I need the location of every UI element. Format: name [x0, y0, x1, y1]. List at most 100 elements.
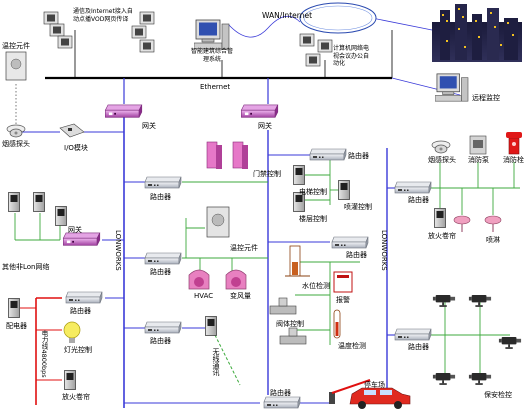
router-8-label: 路由器: [408, 343, 429, 351]
camera-2: [468, 294, 492, 307]
remote-label: 远程监控: [472, 94, 500, 102]
gateway-2-label: 网关: [258, 122, 272, 130]
fire-shutter-left-label: 放火卷帘: [62, 393, 90, 401]
water-level-gauge: [285, 245, 310, 277]
panel-c: [55, 206, 67, 226]
smoke-detector-right: [431, 140, 451, 154]
router-1-label: 路由器: [150, 193, 171, 201]
gateway-1-label: 网关: [142, 122, 156, 130]
parking-barrier: [329, 379, 371, 404]
access-control-devices: [206, 141, 248, 169]
wan-label: WAN/Internet: [262, 11, 313, 20]
temp-element-left: [5, 51, 27, 81]
sprinkler-ctrl-label: 喷灌控制: [344, 203, 372, 211]
alarm-box: [333, 271, 353, 293]
lonworks-right-label: LONWORKS: [380, 230, 388, 271]
hydrant-label: 消防栓: [503, 156, 524, 164]
router-5-label: 路由器: [348, 152, 369, 160]
wireless-panel: [205, 316, 217, 336]
router-2: [144, 252, 182, 265]
router-2-label: 路由器: [150, 268, 171, 276]
camera-1: [432, 294, 456, 307]
fire-hydrant: [506, 132, 522, 155]
thermometer: [333, 309, 341, 339]
power-dist-label: 配电器: [6, 322, 27, 330]
camera-5: [498, 336, 522, 349]
wireless-label: 无线通讯: [212, 348, 220, 376]
gateway-3: [62, 232, 101, 246]
smoke-left-label: 烟感探头: [2, 140, 30, 148]
alarm-label: 报警: [336, 296, 350, 304]
gateway-1: [104, 104, 143, 118]
power-distributor: [8, 298, 20, 318]
valve-ctrl-label: 阀体控制: [276, 320, 304, 328]
router-4: [65, 291, 103, 304]
sprinkler-heads: [453, 215, 502, 232]
fan-coil-unit: [225, 269, 247, 290]
router-9: [263, 396, 301, 409]
router-3-label: 路由器: [150, 337, 171, 345]
comm-computers: [43, 11, 73, 49]
temp-element-mid: [206, 206, 230, 238]
light-ctrl-label: 灯光控制: [64, 346, 92, 354]
lonworks-label: LONWORKS: [114, 230, 122, 271]
power-line-label: 电力线4800bps: [40, 330, 48, 378]
comm-label: 通信及Internet接入自动点播VOD网页传译: [73, 8, 133, 23]
sprinkler-panel: [338, 180, 350, 200]
smoke-right-label: 烟感探头: [428, 156, 456, 164]
hvac-unit: [188, 269, 210, 290]
elevator-ctrl-label: 电梯控制: [299, 188, 327, 196]
gateway-2: [240, 104, 279, 118]
temp-elem-mid-label: 温控元件: [230, 244, 258, 252]
smoke-detector-left: [6, 124, 26, 138]
other-lon-label: 其他非Lon网络: [2, 263, 50, 271]
router-1: [144, 176, 182, 189]
city-skyline: [432, 4, 522, 62]
office-computers: [299, 33, 333, 67]
io-label: I/O模块: [64, 144, 88, 152]
panel-a: [8, 192, 20, 212]
wan-cloud: [299, 2, 377, 34]
router-4-label: 路由器: [70, 307, 91, 315]
temp-detect-label: 温度检测: [338, 342, 366, 350]
security-label: 保安检控: [484, 391, 512, 399]
ethernet-label: Ethernet: [200, 83, 231, 91]
router-7: [394, 181, 432, 194]
elevator-panel: [293, 165, 305, 185]
office-auto-label: 计算机网络电视会议办公自动化: [333, 45, 370, 67]
light-bulb: [63, 321, 81, 343]
spray-label: 喷淋: [486, 236, 500, 244]
shutter-panel-right: [434, 208, 446, 228]
access-ctrl-label: 门禁控制: [253, 170, 281, 178]
comm-computers-right: [131, 11, 155, 53]
valve: [269, 297, 307, 345]
router-6-label: 路由器: [346, 251, 367, 259]
floor-ctrl-label: 楼层控制: [299, 215, 327, 223]
shutter-panel-left: [64, 370, 76, 390]
fan-coil-label: 变风量: [230, 292, 251, 300]
gateway-3-label: 网关: [68, 226, 82, 234]
fire-shutter-right-label: 放火卷帘: [428, 232, 456, 240]
router-9-label: 路由器: [270, 389, 291, 397]
parking-label: 停车场: [364, 381, 385, 389]
router-6: [331, 236, 369, 249]
fire-pump: [469, 135, 487, 155]
router-8: [394, 328, 432, 341]
hvac-label: HVAC: [194, 292, 214, 300]
water-level-label: 水位检测: [302, 282, 330, 290]
camera-3: [432, 372, 456, 385]
building-mgmt-label: 智能建筑综合管理系统: [190, 48, 233, 63]
panel-b: [33, 192, 45, 212]
camera-4: [468, 372, 492, 385]
router-7-label: 路由器: [408, 196, 429, 204]
router-3: [144, 321, 182, 334]
router-5: [309, 148, 347, 161]
fire-pump-label: 消防泵: [468, 156, 489, 164]
temp-elem-left-label: 温控元件: [2, 42, 30, 50]
io-module: [59, 123, 85, 138]
car: [349, 387, 411, 409]
building-mgmt-pc: [194, 19, 230, 50]
remote-pc: [435, 73, 469, 102]
